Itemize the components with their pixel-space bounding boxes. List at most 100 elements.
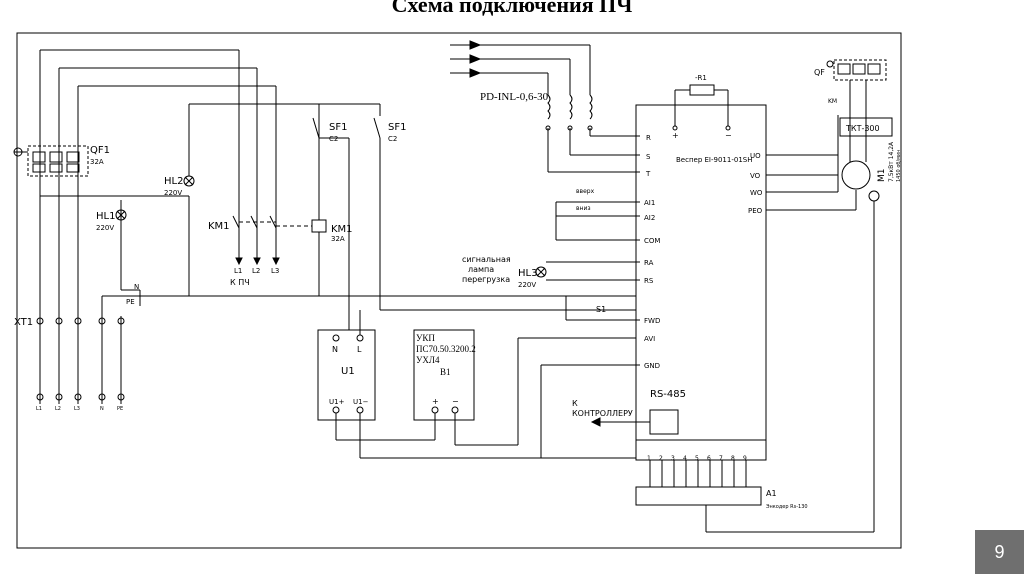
qf1-breaker: [13, 145, 89, 177]
vfd-term-avi: AVI: [644, 335, 655, 343]
control-lines: [535, 201, 640, 458]
u1-n-label: N: [332, 345, 338, 354]
vfd-term-peo: PEO: [748, 207, 763, 215]
xt1-term-l2: L2: [55, 406, 61, 412]
down-label: вниз: [576, 205, 591, 212]
hl2-voltage: 220V: [164, 189, 182, 197]
hl1-lamp: [115, 209, 127, 221]
vfd-term-vo: VO: [750, 172, 761, 180]
up-label: вверх: [576, 188, 595, 195]
signal-lamp-3: перегрузка: [462, 275, 510, 284]
encoder-label: Энкодер Rs-130: [766, 504, 808, 510]
bottom-term-1: 1: [647, 455, 651, 462]
pe-label: PE: [126, 298, 135, 306]
s1-label: S1: [596, 305, 606, 314]
u1-plus-label: U1+: [329, 398, 345, 406]
to-vfd-label: К ПЧ: [230, 278, 250, 287]
vfd-top-minus: −: [725, 131, 732, 140]
qf1-label: QF1: [90, 145, 110, 156]
vfd-model-label: Веспер EI-9011-01SH: [676, 156, 752, 164]
bottom-term-4: 4: [683, 455, 687, 462]
b1-line2: ПС70.50.3200.2: [416, 344, 476, 354]
u1-label: U1: [341, 366, 355, 377]
bottom-term-6: 6: [707, 455, 711, 462]
bottom-term-7: 7: [719, 455, 723, 462]
reactor-label: PD-INL-0,6-30: [480, 91, 549, 103]
vfd-term-ra: RA: [644, 259, 654, 267]
power-bus: [39, 49, 636, 404]
u1-power-supply: [317, 310, 636, 459]
vfd-term-gnd: GND: [644, 362, 660, 370]
n-label: N: [134, 283, 139, 291]
hl2-label: HL2: [164, 176, 183, 187]
signal-lamp-2: лампа: [468, 265, 494, 274]
bottom-term-9: 9: [743, 455, 747, 462]
km1-contacts-label: KM1: [208, 221, 230, 232]
vfd-term-ai2: AI2: [644, 214, 655, 222]
km1-coil: [311, 104, 327, 296]
b1-minus-label: −: [452, 397, 459, 406]
vfd-term-r: R: [646, 134, 651, 142]
hl3-voltage: 220V: [518, 281, 536, 289]
qf-right-breaker: [826, 59, 887, 81]
vfd-term-uo: UO: [750, 152, 761, 160]
hl1-voltage: 220V: [96, 224, 114, 232]
km-small-label: KM: [828, 98, 837, 105]
sf1-a-label: SF1: [329, 122, 347, 133]
r1-label: -R1: [695, 74, 707, 82]
b1-label: B1: [440, 367, 451, 377]
sf1-b-rating: C2: [388, 135, 397, 143]
xt1-label: XT1: [14, 317, 33, 328]
vfd-unit: [590, 84, 767, 461]
xt1-terminals: [36, 317, 125, 401]
bottom-term-8: 8: [731, 455, 735, 462]
vfd-term-com: COM: [644, 237, 660, 245]
xt1-term-n: N: [100, 406, 104, 412]
qf-right-label: QF: [814, 68, 825, 77]
vfd-top-plus: +: [672, 131, 679, 140]
to-controller-2: КОНТРОЛЛЕРУ: [572, 409, 633, 418]
u1-l-label: L: [357, 345, 362, 354]
l2-label: L2: [252, 267, 260, 275]
motor-label: M1: [877, 169, 887, 183]
km1-coil-rating: 32A: [331, 235, 345, 243]
a1-label: A1: [766, 489, 777, 498]
b1-sensor: [413, 329, 636, 446]
motor-spec: 7,5кВт 14,2А: [888, 141, 895, 182]
bottom-terminal-strip: [635, 460, 762, 506]
b1-line1: УКП: [416, 333, 435, 343]
sf1-a-rating: C2: [329, 135, 338, 143]
vfd-term-wo: WO: [750, 189, 763, 197]
bottom-term-5: 5: [695, 455, 699, 462]
bottom-term-2: 2: [659, 455, 663, 462]
km1-contacts: [232, 215, 312, 266]
qf1-rating: 32A: [90, 158, 104, 166]
vfd-term-fwd: FWD: [644, 317, 660, 325]
rs485-label: RS-485: [650, 389, 686, 400]
xt1-term-l1: L1: [36, 406, 42, 412]
input-lines: [450, 40, 640, 173]
hl3-label: HL3: [518, 268, 537, 279]
xt1-term-l3: L3: [74, 406, 80, 412]
xt1-term-pe: PE: [117, 406, 123, 412]
vfd-term-t: T: [645, 170, 651, 178]
page-title: Схема подключения ПЧ: [391, 0, 633, 17]
b1-plus-label: +: [432, 397, 439, 406]
hl1-label: HL1: [96, 211, 115, 222]
vfd-term-rs: RS: [644, 277, 654, 285]
signal-lamp-1: сигнальная: [462, 255, 511, 264]
tkt-label: ТКТ-300: [845, 124, 880, 133]
bottom-term-3: 3: [671, 455, 675, 462]
l3-label: L3: [271, 267, 279, 275]
sf1-breakers: [312, 104, 636, 330]
motor-spec2: 1450 об/мин: [896, 150, 902, 182]
hl2-lamp: [183, 103, 380, 187]
to-controller-1: К: [572, 399, 578, 408]
sf1-b-label: SF1: [388, 122, 406, 133]
km1-coil-label: KM1: [331, 224, 353, 235]
l1-label: L1: [234, 267, 242, 275]
drawing-frame: [16, 32, 902, 549]
b1-line3: УХЛ4: [416, 355, 440, 365]
page-number-badge: 9: [975, 530, 1024, 574]
